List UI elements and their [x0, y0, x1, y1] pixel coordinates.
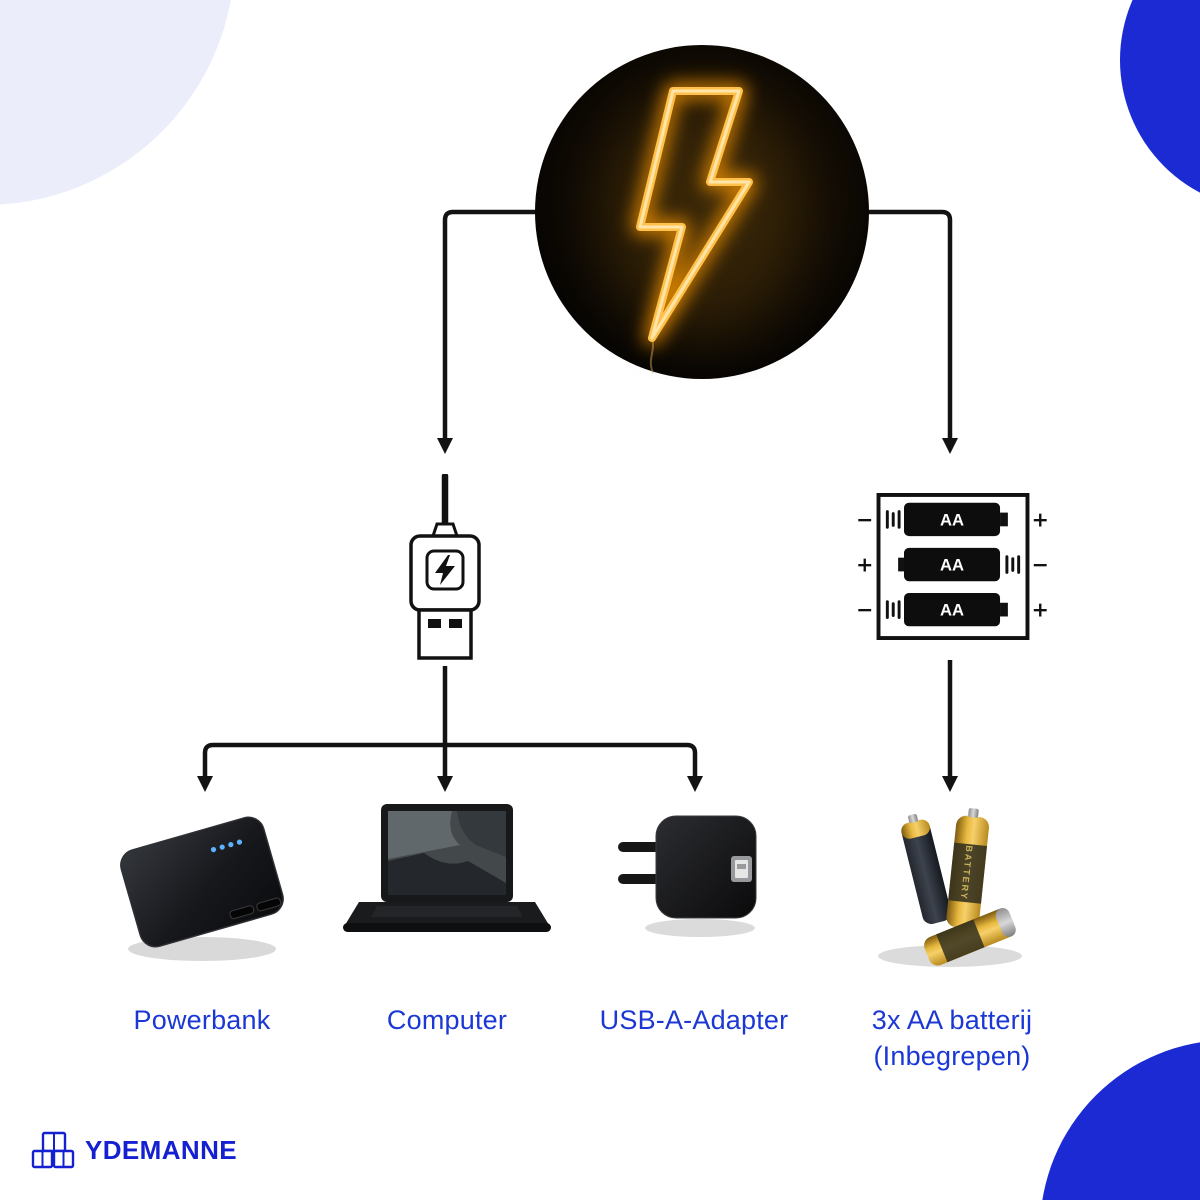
- cell2-left-sign: +: [856, 552, 873, 576]
- laptop-image: [343, 804, 551, 932]
- usb-adapter-image: [618, 815, 757, 937]
- cell3-right-sign: +: [1032, 597, 1049, 621]
- cell1-label: AA: [940, 510, 964, 529]
- brand-logo: YDEMANNE: [30, 1130, 237, 1170]
- arrow-sign-to-usb: [437, 209, 560, 454]
- cell3-label: AA: [940, 601, 964, 620]
- usb-branch-arrows: [197, 666, 703, 792]
- neon-lightning-bolt-icon: [603, 83, 803, 374]
- battery-cell-row: − AA +: [856, 592, 1049, 627]
- usb-plug-lightning-icon: [409, 474, 481, 660]
- label-aa-batteries-line2: (Inbegrepen): [873, 1041, 1031, 1071]
- powerbank-image: [120, 816, 284, 961]
- battery-compartment-icon: − AA + + AA − − AA +: [856, 493, 1049, 640]
- arrow-sign-to-battery: [850, 209, 958, 454]
- label-aa-batteries: 3x AA batterij (Inbegrepen): [842, 1002, 1062, 1074]
- cell1-left-sign: −: [856, 507, 873, 531]
- label-usb-a-adapter: USB-A-Adapter: [599, 1005, 789, 1035]
- cell3-left-sign: −: [856, 597, 873, 621]
- label-powerbank: Powerbank: [133, 1005, 271, 1035]
- battery-cell-row: − AA +: [856, 502, 1049, 537]
- battery-branch-arrow: [942, 660, 958, 792]
- battery-cell-row: + AA −: [856, 547, 1049, 582]
- brand-name: YDEMANNE: [85, 1134, 237, 1165]
- product-photo-neon-lightning: [535, 45, 869, 379]
- battery-dark: [901, 813, 951, 924]
- lightning-glyph-icon: [435, 555, 455, 585]
- label-computer: Computer: [386, 1005, 508, 1035]
- cell2-right-sign: −: [1032, 552, 1049, 576]
- label-aa-batteries-line1: 3x AA batterij: [871, 1005, 1033, 1035]
- battery-lying: [924, 908, 1016, 966]
- battery-gold: BATTERY: [946, 808, 989, 929]
- cell2-label: AA: [940, 555, 964, 574]
- cell1-right-sign: +: [1032, 507, 1049, 531]
- boxes-icon: [31, 1131, 75, 1169]
- aa-batteries-image: BATTERY: [878, 808, 1022, 967]
